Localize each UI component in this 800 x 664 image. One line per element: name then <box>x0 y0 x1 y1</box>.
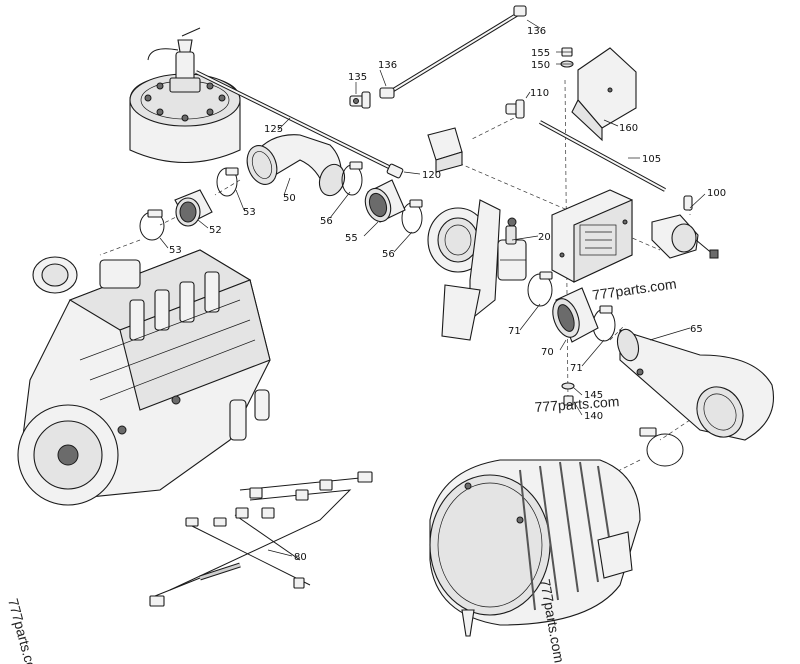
callout-20: 20 <box>538 232 551 243</box>
actuator-100 <box>651 195 719 259</box>
bracket <box>427 127 463 173</box>
fitting-110 <box>505 99 525 119</box>
hose-55 <box>364 179 406 223</box>
callout-56-right: 56 <box>382 249 395 260</box>
callout-155: 155 <box>531 48 550 59</box>
callout-136-top: 136 <box>527 26 546 37</box>
throttle-body-20 <box>427 199 527 341</box>
hose-70 <box>552 287 599 343</box>
callout-71-upper: 71 <box>508 326 521 337</box>
callout-150: 150 <box>531 60 550 71</box>
fitting-135 <box>349 91 371 109</box>
callout-110: 110 <box>530 88 549 99</box>
tube-105 <box>539 120 666 192</box>
callout-145: 145 <box>584 390 603 401</box>
turbo-housing <box>129 27 241 163</box>
watermark-center: 777parts.com <box>534 393 620 415</box>
leader-lines <box>159 19 706 557</box>
washers-145-140 <box>561 382 575 406</box>
wiring-harness-80 <box>149 471 373 607</box>
watermark-right: 777parts.com <box>591 275 677 303</box>
watermark-bottom-left: 777parts.com <box>5 597 42 664</box>
callout-80: 80 <box>294 552 307 563</box>
elbow-hose-50 <box>246 134 346 197</box>
callout-56-left: 56 <box>320 216 333 227</box>
callout-135: 135 <box>348 72 367 83</box>
callout-120: 120 <box>422 170 441 181</box>
clamps <box>139 161 684 467</box>
callout-50: 50 <box>283 193 296 204</box>
cover-160 <box>571 47 637 142</box>
callout-70: 70 <box>541 347 554 358</box>
callout-100: 100 <box>707 188 726 199</box>
callout-136: 136 <box>378 60 397 71</box>
engine-block <box>17 249 271 506</box>
intake-pipe-65 <box>616 328 774 441</box>
callout-160: 160 <box>619 123 638 134</box>
hose-52 <box>174 189 213 227</box>
callout-65: 65 <box>690 324 703 335</box>
callout-125: 125 <box>264 124 283 135</box>
callout-53-lower: 53 <box>169 245 182 256</box>
ecu-module <box>551 189 633 283</box>
tube-125 <box>195 70 404 179</box>
callout-52: 52 <box>209 225 222 236</box>
air-filter <box>429 459 641 637</box>
callout-labels: 136 136 135 125 155 150 110 160 105 120 … <box>169 26 726 563</box>
callout-53-upper: 53 <box>243 207 256 218</box>
callout-105: 105 <box>642 154 661 165</box>
callout-55: 55 <box>345 233 358 244</box>
callout-140: 140 <box>584 411 603 422</box>
tube-136 <box>379 5 527 99</box>
callout-71-lower: 71 <box>570 363 583 374</box>
